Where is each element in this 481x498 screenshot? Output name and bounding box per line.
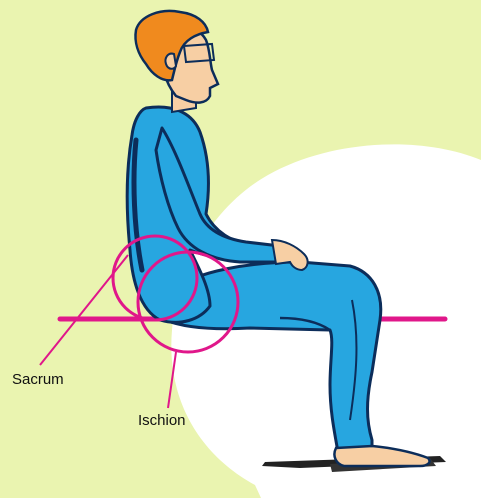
- ear: [165, 54, 176, 69]
- sacrum-leader: [40, 255, 128, 365]
- sacrum-label: Sacrum: [12, 372, 64, 387]
- ischion-label: Ischion: [138, 413, 186, 428]
